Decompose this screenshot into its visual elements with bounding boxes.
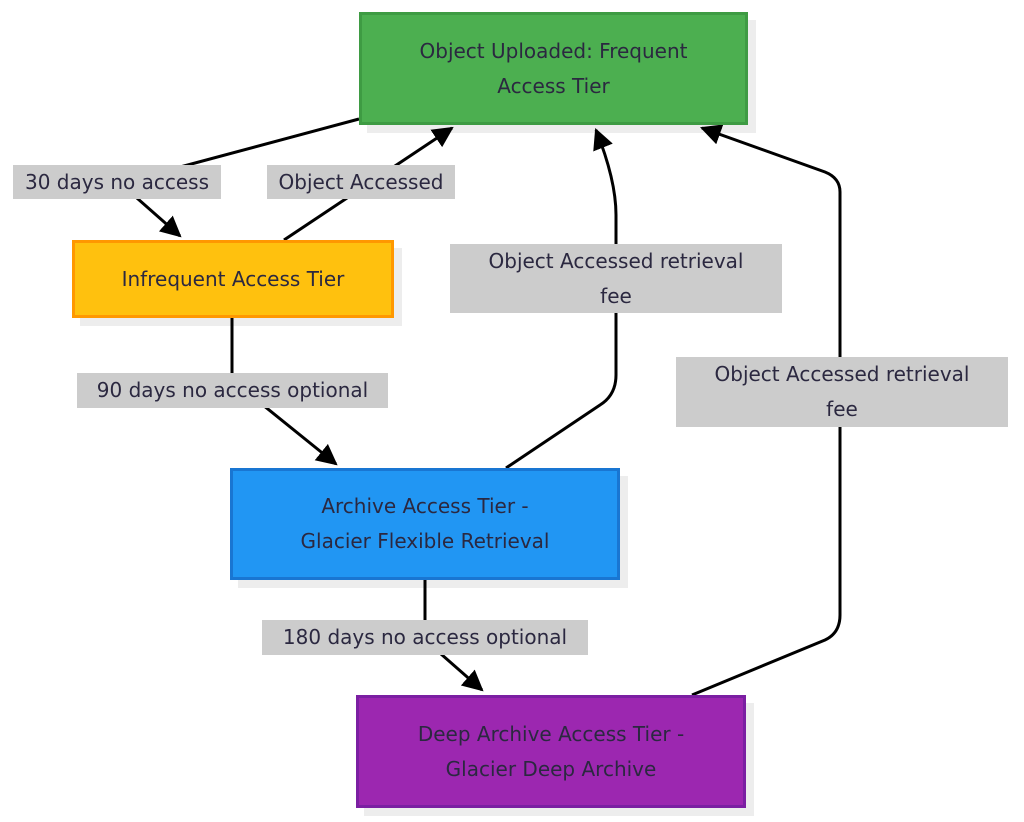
node-label-line1: Archive Access Tier - — [321, 494, 529, 518]
node-label-line1: Object Uploaded: Frequent — [419, 38, 688, 63]
edge-label-deep-retrieval-fee: Object Accessed retrieval fee — [676, 357, 1008, 427]
edge-label-line1: Object Accessed retrieval — [714, 362, 970, 386]
node-deep-archive-access-tier: Deep Archive Access Tier - Glacier Deep A… — [356, 695, 746, 808]
edge-label-90-days: 90 days no access optional — [77, 373, 388, 408]
node-archive-access-tier: Archive Access Tier - Glacier Flexible Re… — [230, 468, 620, 580]
node-label-line2: Glacier Deep Archive — [445, 756, 657, 781]
node-label-line2: Glacier Flexible Retrieval — [300, 529, 550, 553]
node-label-line1: Deep Archive Access Tier - — [417, 721, 685, 746]
node-infrequent-access-tier: Infrequent Access Tier — [72, 240, 394, 318]
edge-label-line1: Object Accessed retrieval — [488, 248, 744, 273]
edge-label-line2: fee — [826, 397, 858, 421]
edge-label-180-days: 180 days no access optional — [262, 620, 588, 655]
edge-label-archive-retrieval-fee: Object Accessed retrieval fee — [450, 244, 782, 313]
edge-label-line2: fee — [600, 283, 632, 308]
edge-label-object-accessed: Object Accessed — [267, 165, 455, 199]
edge-archive-to-frequent — [505, 128, 618, 470]
node-label-line2: Access Tier — [497, 73, 610, 98]
edge-label-30-days: 30 days no access — [13, 165, 221, 199]
node-label: Infrequent Access Tier — [121, 266, 345, 291]
